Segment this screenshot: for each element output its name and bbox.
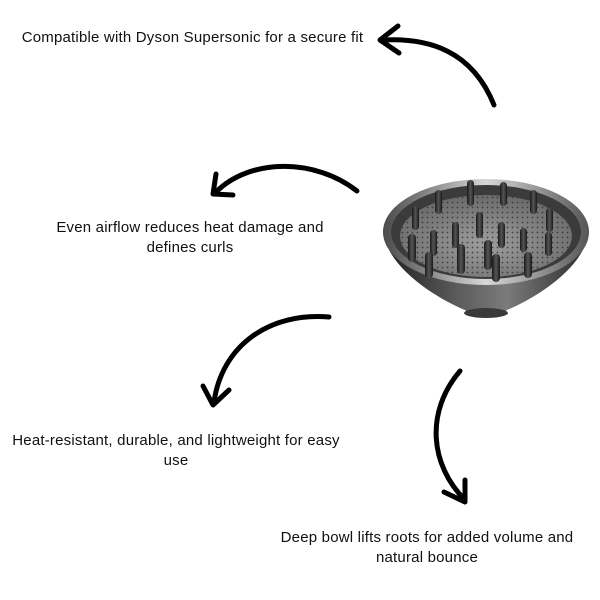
- feature-text-compatibility: Compatible with Dyson Supersonic for a s…: [21, 29, 364, 46]
- feature-text-durability: Heat-resistant, durable, and lightweight…: [12, 432, 340, 469]
- arrow-icon: [210, 163, 360, 198]
- arrow-icon: [200, 314, 332, 408]
- feature-text-volume: Deep bowl lifts roots for added volume a…: [280, 529, 574, 566]
- arrow-icon: [433, 368, 468, 505]
- arrow-icon: [377, 23, 497, 108]
- feature-text-airflow: Even airflow reduces heat damage and def…: [56, 219, 324, 256]
